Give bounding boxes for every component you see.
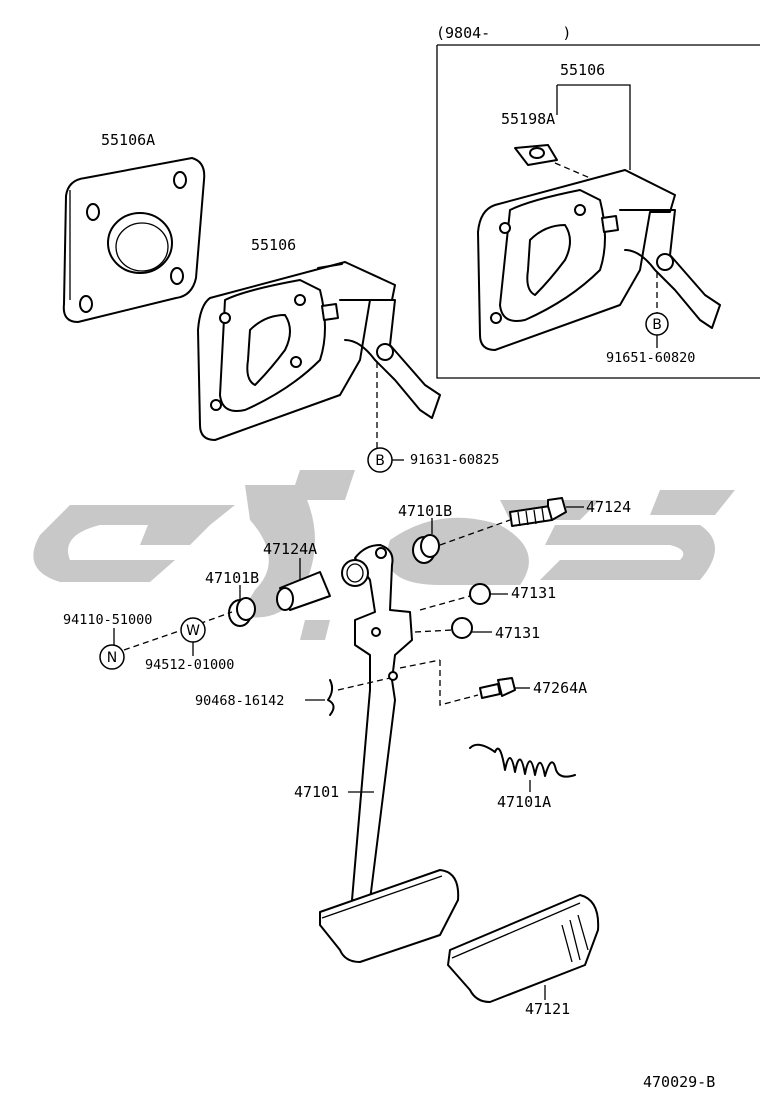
label-94110-51000: 94110-51000 [63,612,152,628]
label-55198A: 55198A [501,110,555,128]
svg-text:B: B [375,453,385,469]
bolt-47124-dash [439,519,511,546]
label-55106-main: 55106 [251,236,296,254]
pin-47124A [276,558,331,611]
watermark-logo [33,470,735,640]
bolt-47124 [509,497,584,527]
marker-b-main: B [367,447,393,473]
pedal-arm-47101 [319,544,460,963]
marker-w: W [180,617,206,643]
bushing-47101B-left [228,585,256,627]
label-47101: 47101 [294,783,339,801]
label-90468-16142: 90468-16142 [195,693,284,709]
pedal-bracket-55106 [197,261,441,448]
inset-box [436,44,760,379]
gasket-plate-55106A [62,157,206,323]
clip-90468 [305,677,391,716]
label-47101A: 47101A [497,793,551,811]
label-94512-01000: 94512-01000 [145,657,234,673]
label-47264A: 47264A [533,679,587,697]
label-91631-60825: 91631-60825 [410,452,499,468]
pedal-pad-47121 [447,894,600,1003]
marker-n: N [99,644,125,670]
drawing-number: 470029-B [643,1073,715,1091]
stopper-47131-b [414,617,492,639]
marker-b-inset: B [645,312,669,336]
label-55106A: 55106A [101,131,155,149]
label-47101B-top: 47101B [398,502,452,520]
svg-text:W: W [186,623,200,639]
spring-47101A [469,743,576,792]
bushing-47101B-top [412,518,440,564]
label-47131-a: 47131 [511,584,556,602]
label-47124A: 47124A [263,540,317,558]
stopper-47131-a [419,583,508,611]
inset-range-label: (9804- ) [436,24,571,42]
svg-text:N: N [107,650,117,666]
label-47121: 47121 [525,1000,570,1018]
label-47131-b: 47131 [495,624,540,642]
label-55106-inset: 55106 [560,61,605,79]
label-47124: 47124 [586,498,631,516]
label-47101B-left: 47101B [205,569,259,587]
bolt-47264A [399,659,530,706]
label-91651-60820: 91651-60820 [606,350,695,366]
svg-text:B: B [652,317,662,333]
